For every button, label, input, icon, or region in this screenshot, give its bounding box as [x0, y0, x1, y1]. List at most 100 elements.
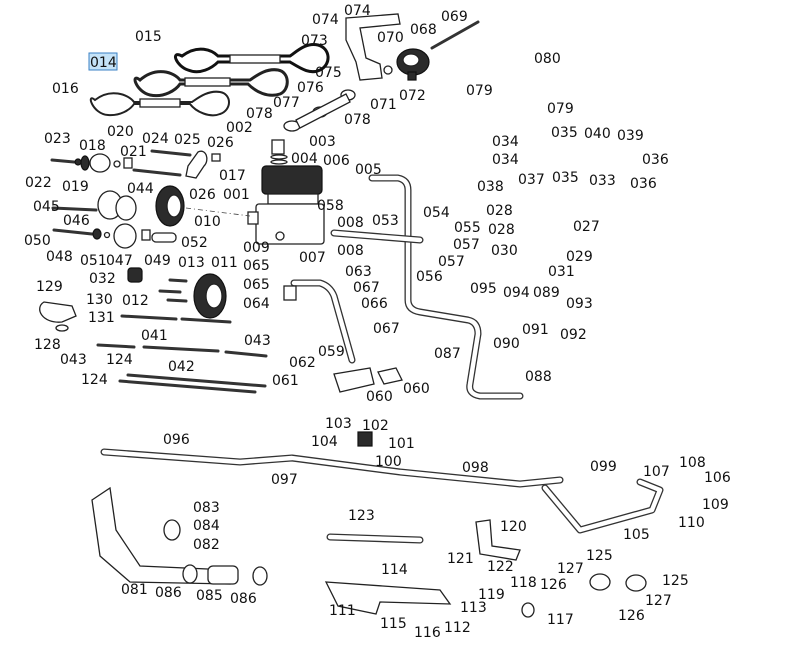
part-label-074[interactable]: 074 — [344, 3, 371, 19]
part-label-058[interactable]: 058 — [317, 198, 344, 214]
part-label-082[interactable]: 082 — [193, 537, 220, 553]
part-label-060[interactable]: 060 — [366, 389, 393, 405]
part-label-044[interactable]: 044 — [127, 181, 154, 197]
part-label-057[interactable]: 057 — [438, 254, 465, 270]
part-label-126[interactable]: 126 — [540, 577, 567, 593]
part-label-118[interactable]: 118 — [510, 575, 537, 591]
part-label-010[interactable]: 010 — [194, 214, 221, 230]
part-label-057[interactable]: 057 — [453, 237, 480, 253]
part-label-045[interactable]: 045 — [33, 199, 60, 215]
part-label-036[interactable]: 036 — [642, 152, 669, 168]
part-label-031[interactable]: 031 — [548, 264, 575, 280]
part-label-079[interactable]: 079 — [547, 101, 574, 117]
part-label-097[interactable]: 097 — [271, 472, 298, 488]
part-label-063[interactable]: 063 — [345, 264, 372, 280]
part-label-056[interactable]: 056 — [416, 269, 443, 285]
part-label-037[interactable]: 037 — [518, 172, 545, 188]
part-label-086[interactable]: 086 — [230, 591, 257, 607]
part-label-117[interactable]: 117 — [547, 612, 574, 628]
part-label-006[interactable]: 006 — [323, 153, 350, 169]
part-label-103[interactable]: 103 — [325, 416, 352, 432]
part-label-078[interactable]: 078 — [344, 112, 371, 128]
part-label-041[interactable]: 041 — [141, 328, 168, 344]
part-label-013[interactable]: 013 — [178, 255, 205, 271]
part-label-119[interactable]: 119 — [478, 587, 505, 603]
part-label-068[interactable]: 068 — [410, 22, 437, 38]
part-label-039[interactable]: 039 — [617, 128, 644, 144]
part-label-062[interactable]: 062 — [289, 355, 316, 371]
part-label-035[interactable]: 035 — [551, 125, 578, 141]
part-label-008[interactable]: 008 — [337, 243, 364, 259]
part-label-126[interactable]: 126 — [618, 608, 645, 624]
part-label-112[interactable]: 112 — [444, 620, 471, 636]
part-label-073[interactable]: 073 — [301, 33, 328, 49]
part-label-064[interactable]: 064 — [243, 296, 270, 312]
part-label-128[interactable]: 128 — [34, 337, 61, 353]
part-label-043[interactable]: 043 — [60, 352, 87, 368]
part-label-096[interactable]: 096 — [163, 432, 190, 448]
part-label-067[interactable]: 067 — [373, 321, 400, 337]
part-label-111[interactable]: 111 — [329, 603, 356, 619]
part-label-014[interactable]: 014 — [90, 55, 117, 71]
part-label-034[interactable]: 034 — [492, 152, 519, 168]
part-label-116[interactable]: 116 — [414, 625, 441, 641]
part-label-124[interactable]: 124 — [106, 352, 133, 368]
part-label-079[interactable]: 079 — [466, 83, 493, 99]
part-label-040[interactable]: 040 — [584, 126, 611, 142]
part-label-127[interactable]: 127 — [645, 593, 672, 609]
part-label-049[interactable]: 049 — [144, 253, 171, 269]
part-label-016[interactable]: 016 — [52, 81, 79, 97]
part-label-099[interactable]: 099 — [590, 459, 617, 475]
part-label-101[interactable]: 101 — [388, 436, 415, 452]
part-label-107[interactable]: 107 — [643, 464, 670, 480]
part-label-065[interactable]: 065 — [243, 277, 270, 293]
part-label-072[interactable]: 072 — [399, 88, 426, 104]
part-label-023[interactable]: 023 — [44, 131, 71, 147]
part-label-122[interactable]: 122 — [487, 559, 514, 575]
part-label-043[interactable]: 043 — [244, 333, 271, 349]
part-label-078[interactable]: 078 — [246, 106, 273, 122]
part-label-054[interactable]: 054 — [423, 205, 450, 221]
part-label-076[interactable]: 076 — [297, 80, 324, 96]
part-label-129[interactable]: 129 — [36, 279, 63, 295]
part-label-038[interactable]: 038 — [477, 179, 504, 195]
part-label-028[interactable]: 028 — [486, 203, 513, 219]
part-label-024[interactable]: 024 — [142, 131, 169, 147]
part-label-095[interactable]: 095 — [470, 281, 497, 297]
part-label-123[interactable]: 123 — [348, 508, 375, 524]
part-label-074[interactable]: 074 — [312, 12, 339, 28]
part-label-093[interactable]: 093 — [566, 296, 593, 312]
part-label-011[interactable]: 011 — [211, 255, 238, 271]
part-label-125[interactable]: 125 — [586, 548, 613, 564]
part-label-053[interactable]: 053 — [372, 213, 399, 229]
part-label-102[interactable]: 102 — [362, 418, 389, 434]
part-label-104[interactable]: 104 — [311, 434, 338, 450]
part-label-047[interactable]: 047 — [106, 253, 133, 269]
part-label-052[interactable]: 052 — [181, 235, 208, 251]
part-label-067[interactable]: 067 — [353, 280, 380, 296]
part-label-109[interactable]: 109 — [702, 497, 729, 513]
part-label-003[interactable]: 003 — [309, 134, 336, 150]
part-label-027[interactable]: 027 — [573, 219, 600, 235]
part-label-001[interactable]: 001 — [223, 187, 250, 203]
part-label-081[interactable]: 081 — [121, 582, 148, 598]
part-label-115[interactable]: 115 — [380, 616, 407, 632]
part-label-124[interactable]: 124 — [81, 372, 108, 388]
part-label-048[interactable]: 048 — [46, 249, 73, 265]
part-label-088[interactable]: 088 — [525, 369, 552, 385]
part-label-026[interactable]: 026 — [207, 135, 234, 151]
part-label-070[interactable]: 070 — [377, 30, 404, 46]
part-label-033[interactable]: 033 — [589, 173, 616, 189]
part-label-106[interactable]: 106 — [704, 470, 731, 486]
part-label-090[interactable]: 090 — [493, 336, 520, 352]
part-label-066[interactable]: 066 — [361, 296, 388, 312]
part-label-055[interactable]: 055 — [454, 220, 481, 236]
part-label-121[interactable]: 121 — [447, 551, 474, 567]
part-label-051[interactable]: 051 — [80, 253, 107, 269]
part-label-113[interactable]: 113 — [460, 600, 487, 616]
part-label-046[interactable]: 046 — [63, 213, 90, 229]
part-label-022[interactable]: 022 — [25, 175, 52, 191]
part-label-060[interactable]: 060 — [403, 381, 430, 397]
part-label-036[interactable]: 036 — [630, 176, 657, 192]
part-label-030[interactable]: 030 — [491, 243, 518, 259]
